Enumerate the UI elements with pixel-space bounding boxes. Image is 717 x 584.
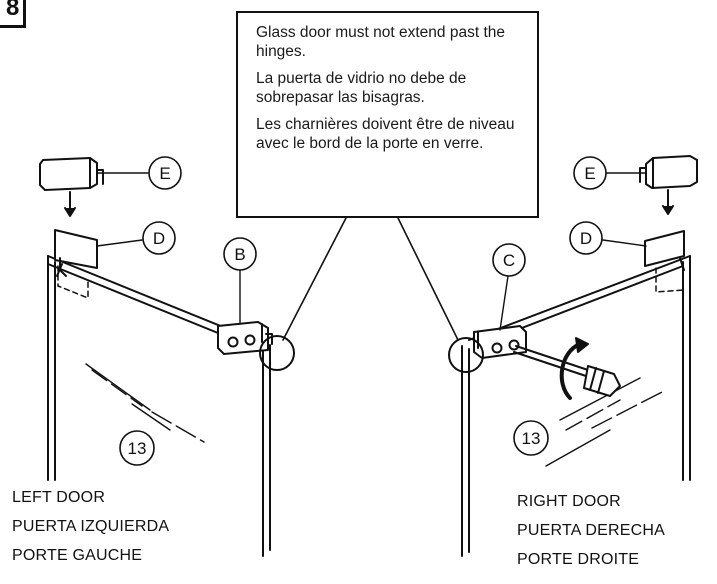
- left-hinge-b: [217, 321, 273, 355]
- callout-leader-right: [397, 217, 459, 341]
- right-door-label-english: RIGHT DOOR: [517, 493, 621, 510]
- right-cap-arrowhead: [662, 205, 674, 215]
- part-letter-d-right: D: [580, 229, 592, 248]
- left-cap-arrowhead: [64, 207, 76, 217]
- right-hinge-detail-circle: [448, 337, 484, 373]
- screwdriver-icon: [513, 345, 621, 397]
- rotation-arrow-icon: [559, 337, 589, 400]
- right-door-panel: [461, 255, 691, 557]
- left-hinge-detail-circle: [259, 335, 295, 371]
- left-clip-d: [54, 229, 98, 277]
- part-label-e-right: E: [573, 156, 647, 190]
- step-number: 8: [6, 0, 20, 21]
- glass-number-right: 13: [513, 420, 549, 456]
- right-glass-reflection-lines: [545, 377, 663, 467]
- part-label-c: C: [492, 243, 526, 331]
- glass-number-left-text: 13: [128, 439, 147, 458]
- left-door-label: LEFT DOOR PUERTA IZQUIERDA PORTE GAUCHE: [12, 483, 169, 570]
- warning-callout-box: Glass door must not extend past the hing…: [236, 11, 539, 218]
- part-label-b: B: [223, 237, 257, 325]
- right-cap-e: [639, 155, 698, 189]
- part-label-d-left: D: [96, 221, 176, 255]
- left-cap-e: [39, 157, 104, 191]
- right-clip-d: [644, 230, 685, 271]
- left-door-label-english: LEFT DOOR: [12, 489, 106, 506]
- right-door-label-spanish: PUERTA DERECHA: [517, 522, 666, 539]
- part-letter-d-left: D: [153, 229, 165, 248]
- left-door-label-french: PORTE GAUCHE: [12, 547, 143, 564]
- part-letter-b: B: [234, 245, 245, 264]
- part-letter-c: C: [503, 251, 515, 270]
- glass-number-left: 13: [119, 430, 155, 466]
- left-door-label-spanish: PUERTA IZQUIERDA: [12, 518, 170, 535]
- glass-number-right-text: 13: [522, 429, 541, 448]
- part-letter-e-right: E: [584, 164, 595, 183]
- callout-leader-left: [282, 217, 347, 341]
- left-glass-reflection-lines: [85, 363, 205, 443]
- part-letter-e-left: E: [159, 164, 170, 183]
- right-hinge-c: [473, 325, 527, 359]
- callout-line-french: Les charnières doivent être de niveau av…: [256, 116, 515, 152]
- step-number-badge: 8: [0, 0, 26, 28]
- right-door-label-french: PORTE DROITE: [517, 551, 640, 568]
- part-label-d-right: D: [569, 221, 647, 255]
- part-label-e-left: E: [96, 156, 182, 190]
- callout-line-spanish: La puerta de vidrio no debe de sobrepasa…: [256, 70, 467, 106]
- right-door-label: RIGHT DOOR PUERTA DERECHA PORTE DROITE: [517, 487, 665, 574]
- callout-line-english: Glass door must not extend past the hing…: [256, 24, 505, 60]
